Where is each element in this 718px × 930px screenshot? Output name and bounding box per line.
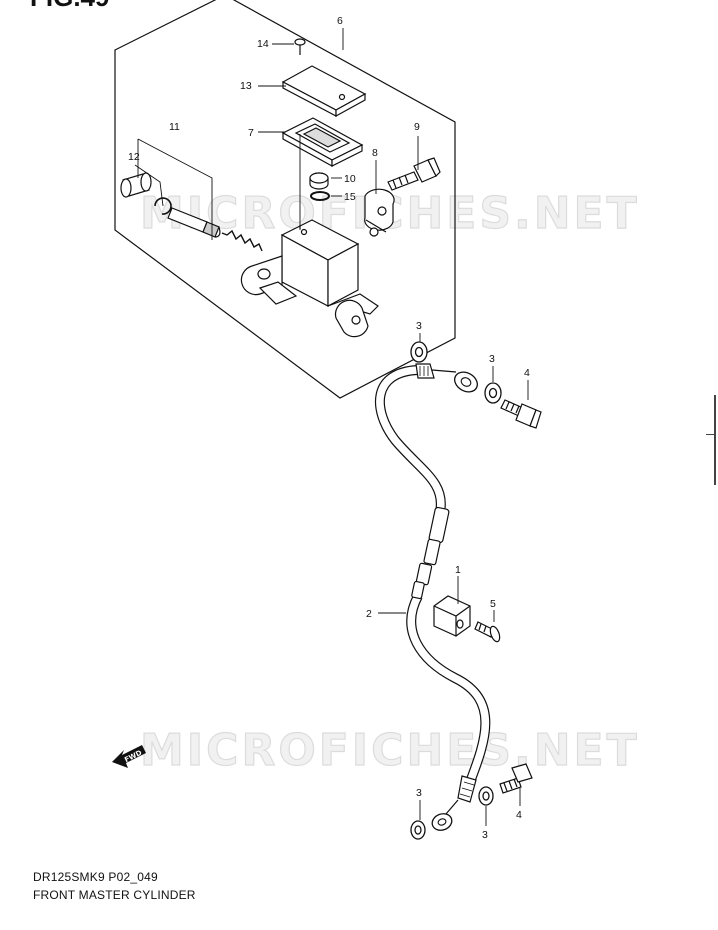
callout-3-bottom-left: 3 [416,787,422,799]
watermark-bottom: MICROFICHES.NET [140,725,640,776]
master-cylinder-body [240,219,379,338]
union-bolts-part-4 [499,399,542,794]
washer-top [410,341,428,363]
holder-part-8 [364,188,395,237]
callout-8: 8 [372,147,378,159]
washers-part-3 [410,341,502,840]
clamp-part-1 [433,595,471,637]
callout-10: 10 [344,173,356,185]
callout-9: 9 [414,121,420,133]
callout-2: 2 [366,608,372,620]
circlip [154,197,172,215]
callout-11: 11 [169,121,180,133]
bolt-part-9 [387,157,441,191]
bolt-part-5 [474,621,501,643]
cap-part-10 [309,172,329,190]
leader-lines-lower [378,333,529,826]
boot-part-12 [120,172,152,198]
model-code: DR125SMK9 P02_049 [33,870,158,884]
o-ring-part-15 [310,191,330,201]
callout-13: 13 [240,80,252,92]
washer-bottom-left [410,820,426,840]
diaphragm-part-7 [281,117,364,168]
edge-mark [714,395,716,485]
reservoir-cap-part-13 [281,65,367,118]
callout-4-bottom: 4 [516,809,522,821]
callout-4-top: 4 [524,367,530,379]
leader-lines-upper [134,28,419,240]
assembly-outline [114,0,456,399]
callout-labels: 6 14 13 11 7 9 12 8 10 15 3 3 4 1 2 5 3 … [128,15,530,841]
figure-title: FIG.49 [30,0,109,13]
washer-bottom-right [478,786,494,806]
callout-12: 12 [128,151,140,163]
union-bolt-top [500,399,542,429]
piston-part-11 [167,207,263,252]
callout-5: 5 [490,598,496,610]
callout-6: 6 [337,15,343,27]
brake-hose-part-2 [374,363,491,831]
callout-3-top: 3 [416,320,422,332]
callout-3-bottom-right: 3 [482,829,488,841]
callout-3-right: 3 [489,353,495,365]
callout-1: 1 [455,564,461,576]
master-cylinder-parts [120,38,441,338]
edge-tick [706,434,716,435]
callout-15: 15 [344,191,356,203]
screw-part-14 [294,38,306,55]
union-bolt-bottom [499,763,533,794]
callout-14: 14 [257,38,269,50]
figure-name: FRONT MASTER CYLINDER [33,888,196,902]
washer-right [484,382,502,404]
callout-7: 7 [248,127,254,139]
